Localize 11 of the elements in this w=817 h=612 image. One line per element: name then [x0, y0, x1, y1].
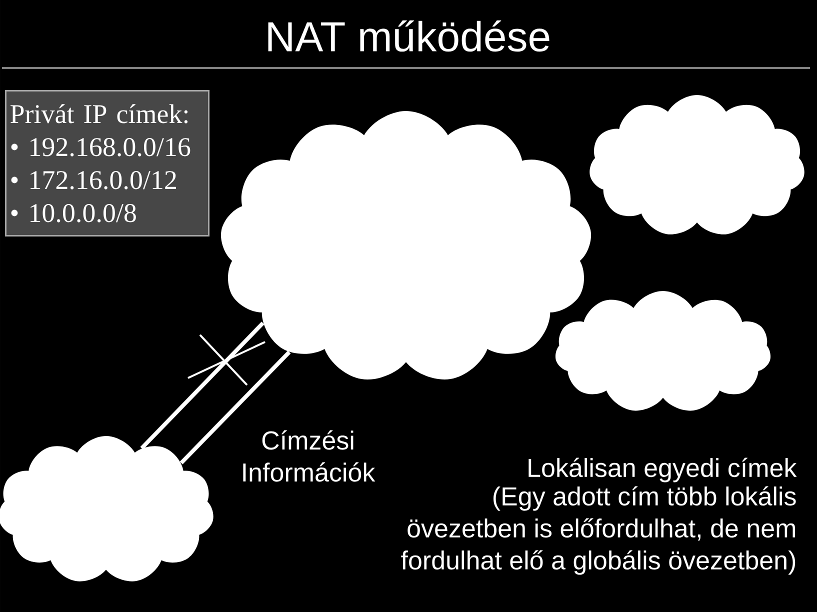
- cloud: [220, 111, 592, 380]
- title: NAT működése: [268, 20, 550, 52]
- note-text: Címzési Információk: [243, 430, 376, 482]
- cloud: [555, 291, 771, 411]
- connector-line: [180, 350, 291, 464]
- cloud: [0, 436, 214, 582]
- list-box: Privát IP címek: • 192.168.0.0/16 • 172.16.0.0/12 • 10.0.0.0/8: [5, 90, 210, 236]
- note-text: (Egy adott cím több lokális övezetben is előfordulhat, de nem fordulhat elő a globális övezetben): [401, 486, 796, 575]
- cloud: [590, 95, 804, 234]
- note-text: Lokálisan egyedi címek: [528, 458, 797, 482]
- connector-line: [140, 322, 264, 450]
